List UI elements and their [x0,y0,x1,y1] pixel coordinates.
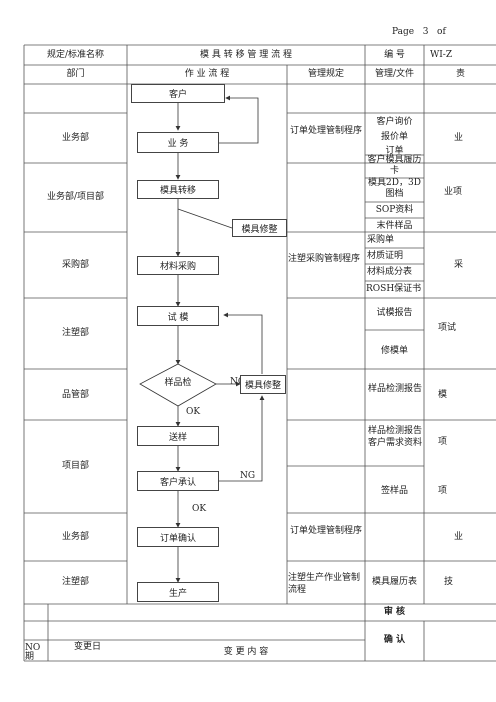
doc-cell: 材料成分表 [367,267,413,277]
flow-node-customer: 客户 [131,84,225,103]
doc-cell: 客户模具履历卡 [367,155,422,176]
page-number: 3 [422,27,429,37]
doc-cell: 末件样品 [376,221,413,231]
dept-cell: 注塑部 [61,577,89,587]
doc-cell: 模具履历表 [371,577,417,587]
mgmt-header: 管理规定 [307,69,344,79]
ok-label: OK [186,407,201,417]
doc-cell: 采购单 [367,235,395,245]
doc-cell: 材质证明 [367,251,404,261]
number-label: 编 号 [384,50,405,60]
resp-cell: 项 [438,486,448,496]
number-value: WI-Z [430,50,453,60]
resp-cell: 采 [454,260,464,270]
dept-cell: 业务部 [61,532,89,542]
doc-cell: 报价单 [380,132,408,142]
dept-cell: 品管部 [61,390,89,400]
dept-cell: 项目部 [61,461,89,471]
mgmt-cell: 注塑生产作业管制流程 [288,573,361,595]
mgmt-cell: 注塑采购管制程序 [288,254,361,264]
flow-node-transfer: 模具转移 [137,180,219,199]
doc-cell: 试模报告 [376,308,413,318]
flow-node-purchase: 材料采购 [137,256,219,275]
doc-cell: 样品检测报告 客户需求资料 [367,426,422,448]
change-content-label: 变 更 内 容 [223,647,269,657]
decision-diamond [139,363,217,407]
change-date-label: 变更日 [73,642,101,652]
doc-cell: 模具2D，3D图档 [368,178,421,199]
flow-node-order-confirm: 订单确认 [137,527,219,547]
flow-node-inspect: 样品检 [164,378,192,388]
page-label: Page 3 of [392,27,446,37]
ng-label: NG [230,377,246,387]
doc-cell: 样品检测报告 [368,384,423,394]
dept-cell: 采购部 [61,260,89,270]
dept-cell: 业务部 [61,133,89,143]
flow-header: 作 业 流 程 [184,69,230,79]
flow-node-customer-approve: 客户承认 [137,471,219,491]
flow-node-trial: 试 模 [137,306,219,326]
ng-label-2: NG [240,471,256,481]
doc-cell: 客户询价 [376,117,413,127]
mgmt-cell: 订单处理管制程序 [289,526,362,536]
doc-cell: ROSH保证书 [366,284,422,294]
flow-node-repair-2: 模具修整 [240,375,286,394]
no-label: NO [25,643,41,653]
standard-name-label: 规定/标准名称 [46,50,105,60]
mgmt-cell: 订单处理管制程序 [289,126,362,136]
review-label: 审 核 [383,607,406,617]
docs-header: 管理/文件 [374,69,415,79]
flow-node-repair: 模具修整 [232,219,287,237]
dept-cell: 业务部/项目部 [46,192,105,202]
doc-cell: 修模单 [380,346,408,356]
period-label: 期 [25,652,35,662]
resp-cell: 模 [438,390,448,400]
flow-node-production: 生产 [137,582,219,602]
doc-cell: SOP资料 [375,205,414,215]
doc-cell: 签样品 [380,486,408,496]
resp-cell: 项试 [438,323,457,333]
resp-header: 责 [456,69,466,79]
resp-cell: 项 [438,437,448,447]
ok-label-2: OK [192,504,207,514]
dept-header: 部门 [66,69,85,79]
resp-cell: 业 [454,532,464,542]
flow-node-send-sample: 送样 [137,426,219,446]
doc-cell: 订单 [385,146,404,156]
resp-cell: 业 [454,133,464,143]
document-title: 模 具 转 移 管 理 流 程 [199,50,293,60]
dept-cell: 注塑部 [61,328,89,338]
flow-node-business: 业 务 [137,132,219,153]
confirm-label: 确 认 [383,635,406,645]
resp-cell: 技 [444,577,454,587]
resp-cell: 业项 [444,187,463,197]
